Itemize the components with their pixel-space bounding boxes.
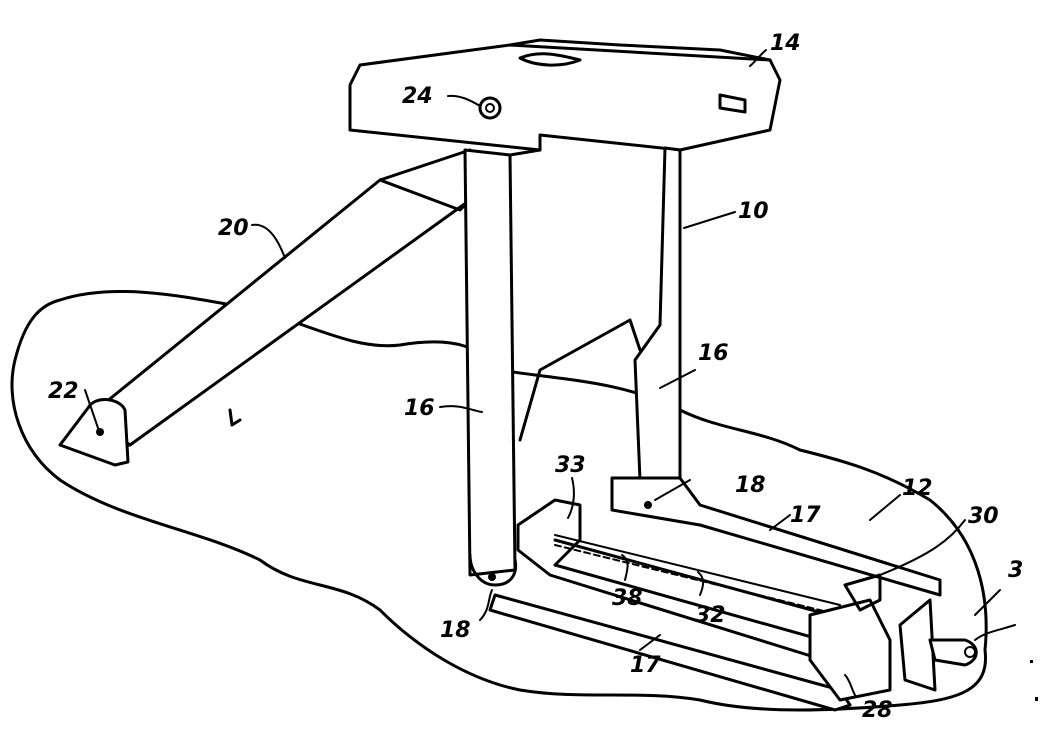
label-38: 38 [612, 586, 643, 611]
label-24: 24 [402, 84, 433, 109]
label-10: 10 [738, 199, 769, 224]
label-18-upper: 18 [735, 473, 766, 498]
label-17-lower: 17 [630, 653, 661, 678]
label-18-lower: 18 [440, 618, 471, 643]
label-16-right: 16 [698, 341, 729, 366]
label-22: 22 [48, 379, 79, 404]
label-33: 33 [555, 453, 586, 478]
label-32: 32 [695, 603, 726, 628]
label-16-left: 16 [404, 396, 435, 421]
base-frame [490, 478, 976, 710]
label-17-upper: 17 [790, 503, 821, 528]
label-30: 30 [968, 504, 999, 529]
label-20: 20 [218, 216, 249, 241]
label-12: 12 [902, 476, 933, 501]
label-3: 3 [1008, 558, 1023, 583]
label-28: 28 [862, 698, 893, 723]
pivot-22 [96, 428, 104, 436]
pin-18-upper [644, 501, 652, 509]
pin-18-lower [488, 573, 496, 581]
label-14: 14 [770, 31, 801, 56]
